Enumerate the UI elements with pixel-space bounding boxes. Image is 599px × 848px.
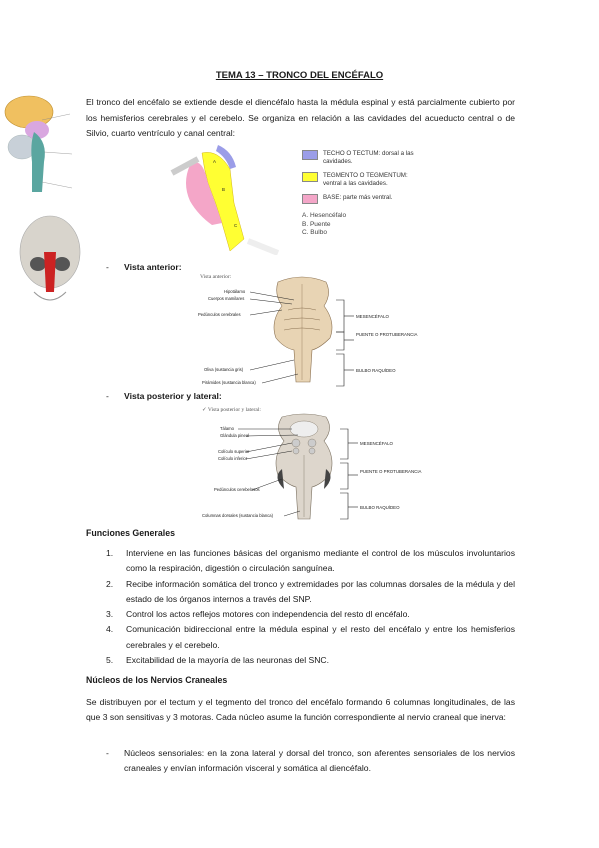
anterior-label: Pedúnculos cerebrales <box>198 312 241 317</box>
posterior-label: Glándula pineal <box>220 433 249 438</box>
list-number: 5. <box>106 655 114 666</box>
list-number: 4. <box>106 624 114 635</box>
anterior-label: Oliva (sustancia gris) <box>204 367 244 372</box>
bullet-dash: - <box>106 262 109 272</box>
nucleos-bullets: - Núcleos sensoriales: en la zona latera… <box>106 746 515 777</box>
posterior-label: Colículo superior <box>218 449 250 454</box>
tectum-swatch <box>302 150 318 160</box>
legend-label: TEGMENTO O TEGMENTUM: ventral a las cavi… <box>323 172 408 187</box>
list-text: Interviene en las funciones básicas del … <box>126 548 515 574</box>
posterior-label: Tálamo <box>220 426 235 431</box>
list-text: Núcleos sensoriales: en la zona lateral … <box>124 748 515 774</box>
anterior-region: BULBO RAQUÍDEO <box>356 368 396 373</box>
bullet-anterior: - Vista anterior: <box>106 262 182 272</box>
anterior-region: PUENTE O PROTUBERANCIA <box>356 332 418 337</box>
posterior-label: Pedúnculos cerebelosos <box>214 487 260 492</box>
region-letter: B <box>222 187 225 192</box>
posterior-label: Columnas dorsales (sustancia blanca) <box>202 513 274 518</box>
posterior-region: MESENCÉFALO <box>360 441 394 446</box>
figure-caption: Vista anterior: <box>200 274 232 280</box>
list-text: Comunicación bidireccional entre la médu… <box>126 624 515 650</box>
region-letter-item: C. Bulbo <box>302 229 327 236</box>
list-item: 1. Interviene en las funciones básicas de… <box>106 546 515 577</box>
region-letter: C <box>234 223 237 228</box>
legend-item-tectum: TECHO O TECTUM: dorsal a las cavidades. <box>302 150 422 166</box>
list-number: 1. <box>106 548 114 558</box>
base-swatch <box>302 194 318 204</box>
anterior-region: MESENCÉFALO <box>356 314 390 319</box>
figure-caption: ✓ Vista posterior y lateral: <box>202 407 261 413</box>
list-text: Excitabilidad de la mayoría de las neuro… <box>126 655 330 666</box>
intro-paragraph: El tronco del encéfalo se extiende desde… <box>86 97 515 138</box>
list-item: 3. Control los actos reflejos motores con… <box>106 607 515 622</box>
bullet-posterior: - Vista posterior y lateral: <box>106 391 222 401</box>
nucleos-paragraph: Se distribuyen por el tectum y el tegmen… <box>86 697 515 723</box>
legend-label: TECHO O TECTUM: dorsal a las cavidades. <box>323 150 414 165</box>
nucleos-heading: Núcleos de los Nervios Craneales <box>86 675 228 685</box>
bullet-dash: - <box>106 391 109 401</box>
legend-label: BASE: parte más ventral. <box>323 194 393 201</box>
list-text: Control los actos reflejos motores con i… <box>126 609 410 620</box>
list-item: 4. Comunicación bidireccional entre la mé… <box>106 622 515 653</box>
region-letters-list: A. Hesencéfalo B. Puente C. Bulbo <box>302 212 422 238</box>
list-item: - Núcleos sensoriales: en la zona latera… <box>106 746 515 777</box>
regions-legend: TECHO O TECTUM: dorsal a las cavidades. … <box>302 150 422 238</box>
skull-brainstem-figure <box>14 212 86 312</box>
page-title: TEMA 13 – TRONCO DEL ENCÉFALO <box>215 70 384 81</box>
brainstem-regions-diagram: A B C <box>168 143 296 256</box>
list-number: 2. <box>106 578 114 589</box>
posterior-region: PUENTE O PROTUBERANCIA <box>360 469 422 474</box>
list-item: 5. Excitabilidad de la mayoría de las neu… <box>106 653 515 668</box>
legend-item-tegmentum: TEGMENTO O TEGMENTUM: ventral a las cavi… <box>302 172 422 188</box>
region-letter-item: B. Puente <box>302 220 331 228</box>
anterior-label: Hipotálamo <box>224 289 246 294</box>
legend-item-base: BASE: parte más ventral. <box>302 194 422 204</box>
list-number: 3. <box>106 609 114 620</box>
posterior-label: Colículo inferior <box>218 456 248 461</box>
anterior-view-figure: Vista anterior: Hipotálamo Cuerpos mamil… <box>198 270 438 390</box>
anterior-view-label: Vista anterior: <box>124 262 182 272</box>
anterior-label: Pirámides (sustancia blanca) <box>202 380 256 385</box>
list-text: Recibe información somática del tronco y… <box>126 578 515 604</box>
bullet-dash: - <box>106 748 109 758</box>
region-letter: A <box>213 159 216 164</box>
posterior-view-figure: ✓ Vista posterior y lateral: Tálamo Glán… <box>200 403 440 523</box>
funciones-heading: Funciones Generales <box>86 528 175 538</box>
funciones-list: 1. Interviene en las funciones básicas de… <box>106 546 515 668</box>
anterior-label: Cuerpos mamilares <box>208 296 244 301</box>
list-item: 2. Recibe información somática del tronco… <box>106 577 515 608</box>
posterior-view-label: Vista posterior y lateral: <box>124 391 222 401</box>
region-letter-item: A. Hesencéfalo <box>302 212 347 219</box>
posterior-region: BULBO RAQUÍDEO <box>360 505 400 510</box>
tegmentum-swatch <box>302 172 318 182</box>
brainstem-sagittal-figure <box>2 92 82 202</box>
